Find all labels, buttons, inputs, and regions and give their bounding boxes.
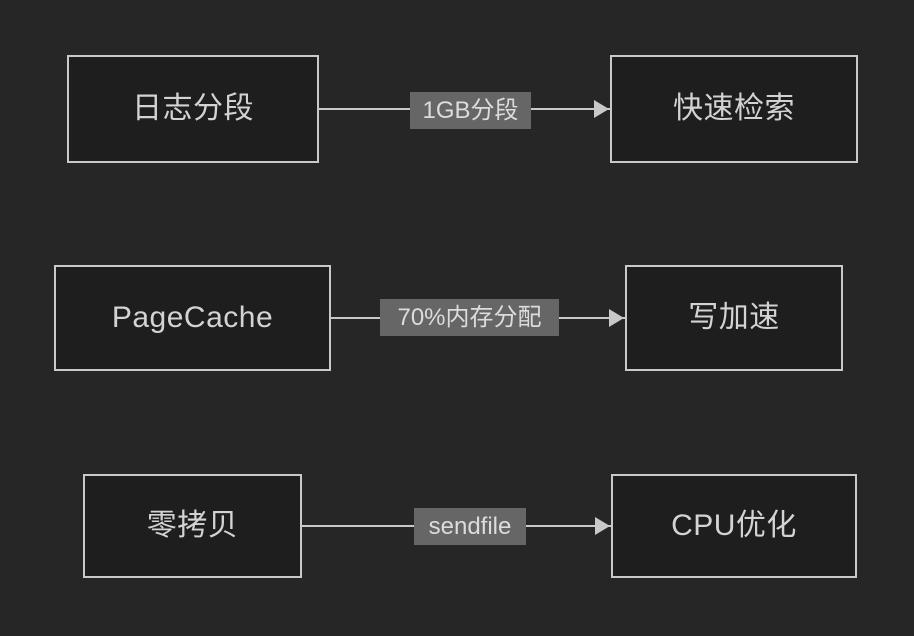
- node-write-acceleration[interactable]: 写加速: [625, 265, 843, 371]
- edge-label-1: 1GB分段: [410, 92, 531, 129]
- node-label: 零拷贝: [146, 509, 239, 542]
- node-cpu-optimization[interactable]: CPU优化: [611, 474, 857, 578]
- node-label: PageCache: [111, 301, 274, 334]
- node-pagecache[interactable]: PageCache: [54, 265, 331, 371]
- node-zero-copy[interactable]: 零拷贝: [83, 474, 302, 578]
- node-fast-retrieval[interactable]: 快速检索: [610, 55, 858, 163]
- node-label: 写加速: [688, 301, 780, 334]
- node-label: CPU优化: [671, 509, 797, 542]
- arrow-head-icon: [595, 517, 610, 535]
- arrow-head-icon: [594, 100, 609, 118]
- node-log-segment[interactable]: 日志分段: [67, 55, 319, 163]
- edge-label-3: sendfile: [414, 508, 526, 545]
- arrow-head-icon: [609, 309, 624, 327]
- edge-label-2: 70%内存分配: [380, 299, 559, 336]
- node-label: 快速检索: [673, 92, 795, 125]
- node-label: 日志分段: [132, 92, 254, 125]
